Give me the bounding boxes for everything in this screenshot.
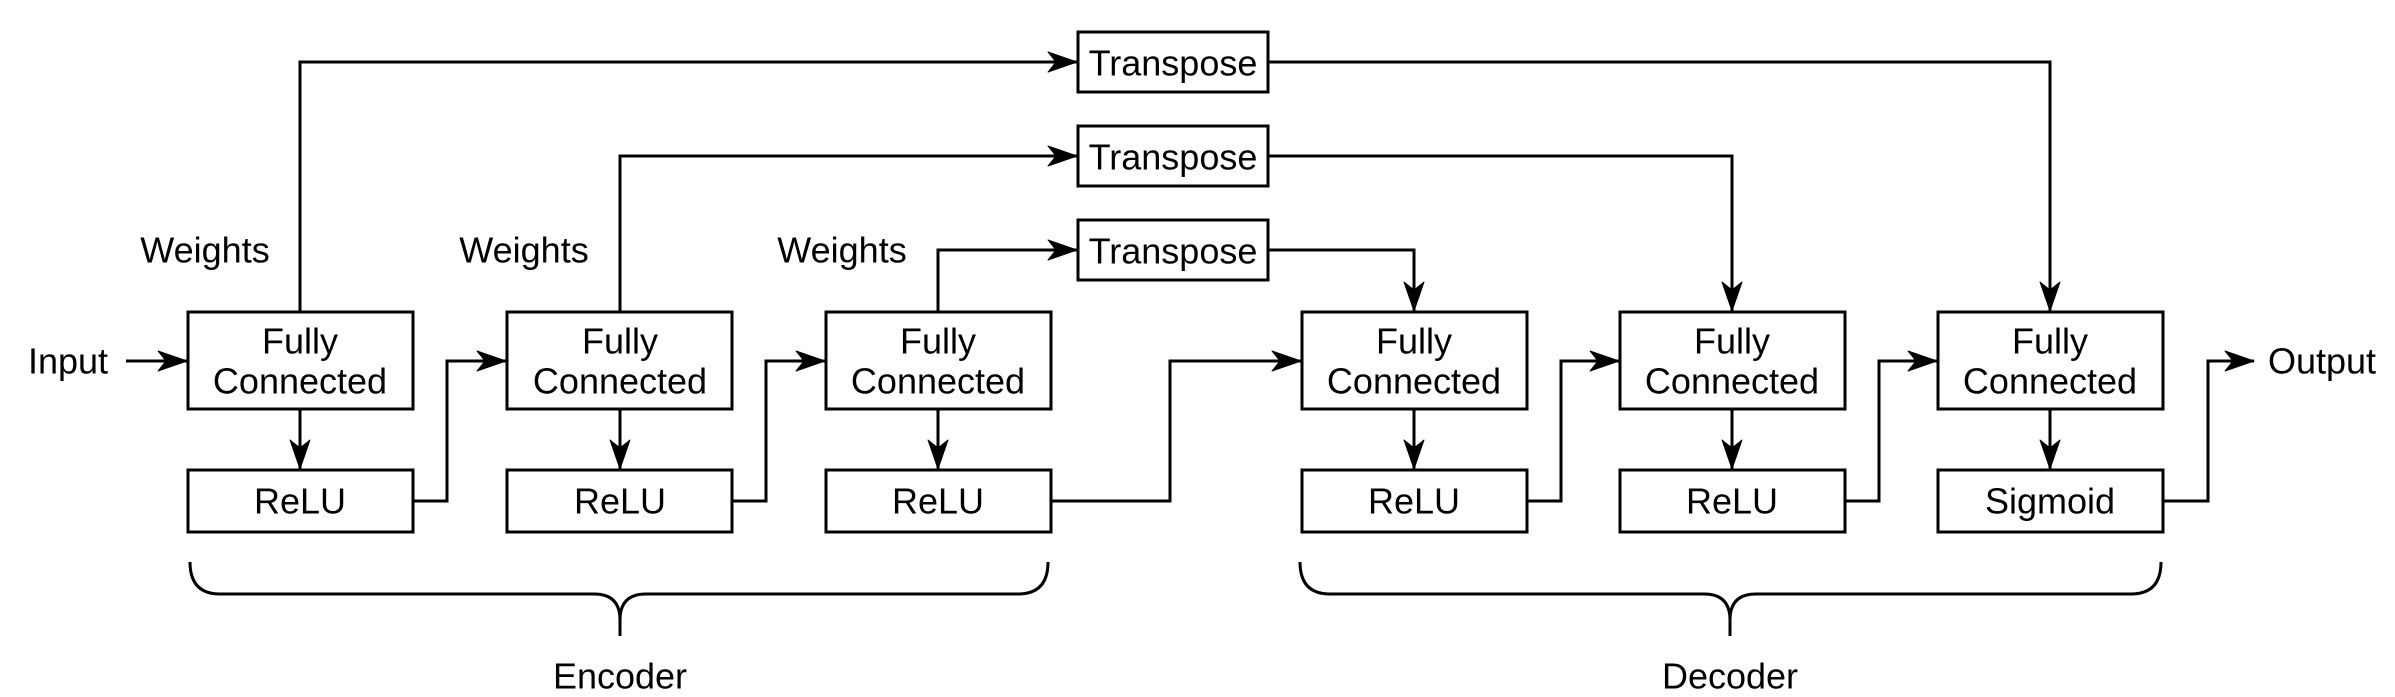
fc-box-5-label-line1: Fully	[1694, 321, 1770, 362]
fc-box-2	[505, 310, 734, 411]
weights-label-2: Weights	[459, 230, 588, 271]
fc-box-2-label-line1: Fully	[582, 321, 658, 362]
encoder-section: Fully Connected ReLU Fully Connected ReL…	[186, 310, 1053, 697]
transpose-box-2	[1076, 124, 1270, 188]
relu-box-4-label: ReLU	[1368, 481, 1460, 522]
fc-box-2-label-line2: Connected	[533, 361, 707, 402]
transpose-box-3-label: Transpose	[1089, 231, 1258, 272]
edge-transpose1-fc6	[1268, 60, 2061, 312]
sigmoid-box-label: Sigmoid	[1985, 481, 2115, 522]
edge-fc2-transpose2	[618, 145, 1078, 312]
edges	[126, 51, 2255, 503]
relu-box-2	[505, 468, 734, 534]
relu-box-4	[1300, 468, 1529, 534]
fc-box-1-label-line1: Fully	[262, 321, 338, 362]
decoder-section: Fully Connected ReLU Fully Connected ReL…	[1298, 310, 2165, 697]
relu-box-3	[824, 468, 1053, 534]
fc-box-4-label-line1: Fully	[1376, 321, 1452, 362]
edge-fc1-transpose1	[298, 51, 1078, 312]
weights-label-1: Weights	[140, 230, 269, 271]
relu-box-1-label: ReLU	[254, 481, 346, 522]
relu-box-5-label: ReLU	[1686, 481, 1778, 522]
edge-fc3-transpose3	[936, 239, 1078, 312]
transpose-nodes: Transpose Transpose Transpose	[1076, 30, 1270, 282]
output-label: Output	[2268, 341, 2376, 382]
fc-box-6-label-line2: Connected	[1963, 361, 2137, 402]
weights-label-3: Weights	[777, 230, 906, 271]
encoder-brace	[188, 561, 1050, 636]
transpose-box-1	[1076, 30, 1270, 94]
edge-relu1-fc2	[413, 350, 507, 503]
sigmoid-box	[1936, 468, 2165, 534]
fc-box-6-label-line1: Fully	[2012, 321, 2088, 362]
encoder-label: Encoder	[553, 656, 687, 697]
edge-transpose2-fc5	[1268, 154, 1743, 312]
relu-box-3-label: ReLU	[892, 481, 984, 522]
fc-box-1	[186, 310, 415, 411]
fc-box-6	[1936, 310, 2165, 411]
fc-box-3	[824, 310, 1053, 411]
input-label: Input	[28, 341, 108, 382]
edge-relu4-fc5	[1527, 350, 1620, 503]
edge-relu5-fc6	[1845, 350, 1938, 503]
fc-box-4	[1300, 310, 1529, 411]
fc-box-5-label-line2: Connected	[1645, 361, 1819, 402]
relu-box-1	[186, 468, 415, 534]
edge-relu2-fc3	[732, 350, 826, 503]
edge-relu3-fc4	[1051, 350, 1302, 503]
transpose-box-3	[1076, 218, 1270, 282]
decoder-brace	[1298, 561, 2163, 636]
fc-box-5	[1618, 310, 1847, 411]
relu-box-5	[1618, 468, 1847, 534]
fc-box-4-label-line2: Connected	[1327, 361, 1501, 402]
fc-box-3-label-line2: Connected	[851, 361, 1025, 402]
edge-sigmoid-output	[2163, 350, 2255, 503]
edge-transpose3-fc4	[1268, 248, 1425, 312]
relu-box-2-label: ReLU	[574, 481, 666, 522]
transpose-box-1-label: Transpose	[1089, 43, 1258, 84]
weights-labels: Weights Weights Weights	[140, 230, 906, 271]
transpose-box-2-label: Transpose	[1089, 137, 1258, 178]
decoder-label: Decoder	[1662, 656, 1798, 697]
fc-box-1-label-line2: Connected	[213, 361, 387, 402]
fc-box-3-label-line1: Fully	[900, 321, 976, 362]
